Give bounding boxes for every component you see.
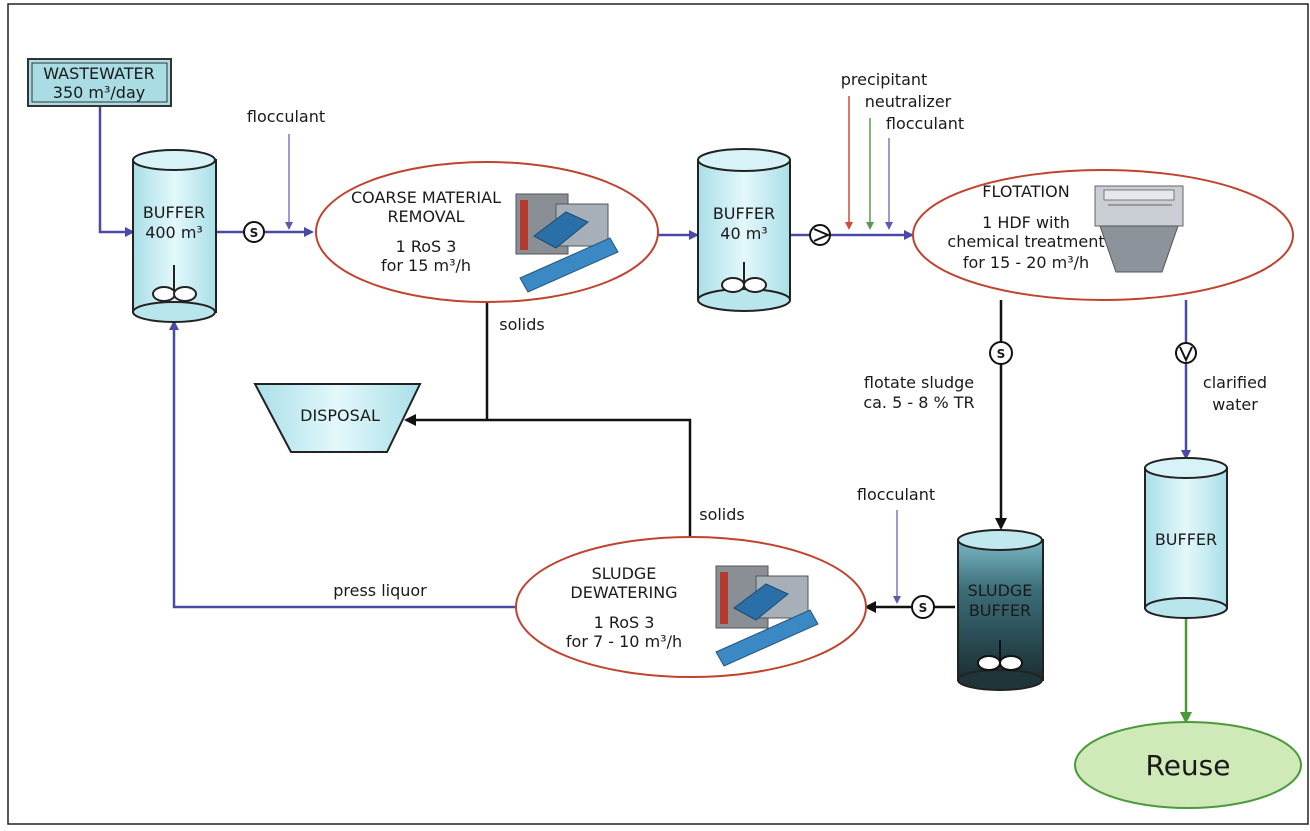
disposal-container: DISPOSAL xyxy=(253,383,422,453)
flotation-capacity: for 15 - 20 m³/h xyxy=(963,253,1089,272)
reuse-label: Reuse xyxy=(1146,749,1231,782)
diagram-frame xyxy=(7,3,1309,825)
flow-press-liquor xyxy=(169,320,516,609)
pump-icon-4 xyxy=(1175,342,1197,364)
coarse-title-2: REMOVAL xyxy=(387,207,464,226)
clarified-buffer-tank: BUFFER xyxy=(1144,457,1228,619)
flocculant-label-2: flocculant xyxy=(886,114,964,133)
svg-text:S: S xyxy=(997,347,1006,361)
dewatering-capacity: for 7 - 10 m³/h xyxy=(566,632,682,651)
svg-text:S: S xyxy=(919,601,928,615)
sludge-dewatering-unit: SLUDGE DEWATERING 1 RoS 3 for 7 - 10 m³/… xyxy=(515,536,867,678)
clarified-label-1: clarified xyxy=(1203,373,1267,392)
wastewater-source-box: WASTEWATER 350 m³/day xyxy=(27,58,172,107)
svg-text:S: S xyxy=(250,226,259,240)
disposal-label: DISPOSAL xyxy=(300,406,380,425)
mixer-icon xyxy=(977,655,1001,671)
coarse-equipment: 1 RoS 3 xyxy=(396,237,457,256)
pump-icon-2 xyxy=(809,224,831,246)
flow-solids-to-disposal xyxy=(404,414,692,537)
buffer1-title: BUFFER xyxy=(143,203,205,222)
flocculant-label-1: flocculant xyxy=(247,107,325,126)
precipitant-label: precipitant xyxy=(841,70,928,89)
dewatering-equipment: 1 RoS 3 xyxy=(594,613,655,632)
buffer2-volume: 40 m³ xyxy=(720,224,767,243)
mixer-icon xyxy=(721,277,745,293)
neutralizer-label: neutralizer xyxy=(865,92,952,111)
buffer2-title: BUFFER xyxy=(713,204,775,223)
pump-icon-5: S xyxy=(911,595,935,619)
solids-label-2: solids xyxy=(699,505,745,524)
screw-press-machine-icon xyxy=(515,193,619,293)
sludge-buffer-title-1: SLUDGE xyxy=(968,581,1033,600)
wastewater-volume: 350 m³/day xyxy=(53,83,145,102)
flotation-treatment: chemical treatment xyxy=(947,232,1104,251)
mixer-icon xyxy=(152,286,176,302)
dewatering-title-2: DEWATERING xyxy=(570,583,677,602)
buffer-tank-400: BUFFER 400 m³ xyxy=(132,149,217,323)
sludge-buffer-tank: SLUDGE BUFFER xyxy=(957,529,1044,691)
screw-press-machine-icon xyxy=(715,565,819,667)
clarified-label-2: water xyxy=(1212,395,1258,414)
wastewater-label: WASTEWATER xyxy=(43,64,155,83)
coarse-title-1: COARSE MATERIAL xyxy=(351,188,501,207)
flotate-sludge-concentration: ca. 5 - 8 % TR xyxy=(863,393,974,412)
flocculant-label-3: flocculant xyxy=(857,485,935,504)
pump-icon-1: S xyxy=(243,221,265,243)
coarse-capacity: for 15 m³/h xyxy=(381,256,471,275)
flotation-equipment: 1 HDF with xyxy=(982,213,1070,232)
flotate-sludge-label: flotate sludge xyxy=(864,373,974,392)
press-liquor-label: press liquor xyxy=(333,581,427,600)
flotation-title: FLOTATION xyxy=(982,182,1069,201)
sludge-buffer-title-2: BUFFER xyxy=(969,601,1031,620)
flow-wastewater-to-buffer xyxy=(98,106,135,237)
buffer-tank-40: BUFFER 40 m³ xyxy=(697,148,791,312)
buffer1-volume: 400 m³ xyxy=(145,223,203,242)
solids-label-1: solids xyxy=(499,315,545,334)
flotation-unit: FLOTATION 1 HDF with chemical treatment … xyxy=(912,169,1294,301)
coarse-material-removal-unit: COARSE MATERIAL REMOVAL 1 RoS 3 for 15 m… xyxy=(315,161,659,303)
flotation-machine-icon xyxy=(1094,185,1184,273)
dewatering-title-1: SLUDGE xyxy=(592,564,657,583)
buffer3-title: BUFFER xyxy=(1155,530,1217,549)
pump-icon-3: S xyxy=(989,341,1013,365)
reuse-endpoint: Reuse xyxy=(1074,721,1302,809)
